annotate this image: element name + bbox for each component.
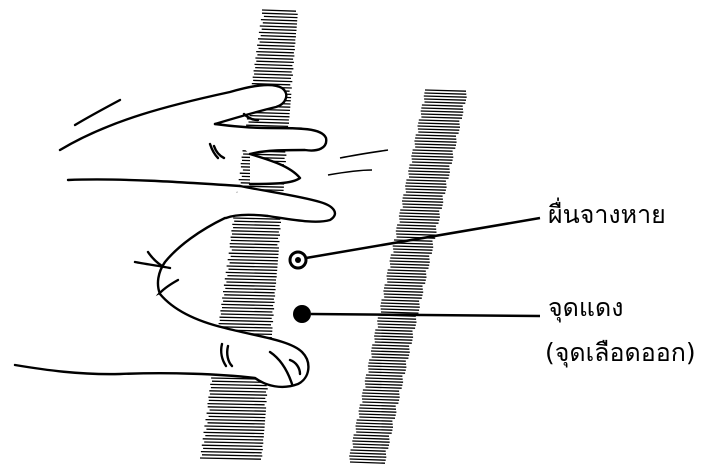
motion-lines — [328, 150, 388, 175]
leader-line-red — [311, 314, 540, 316]
leader-line-fading — [306, 218, 540, 258]
glass-edge-left — [200, 8, 298, 460]
red-spot-dot — [293, 305, 311, 323]
glass-edge-right — [349, 90, 467, 463]
fading-rash-dot — [290, 252, 306, 268]
label-fading-rash: ผื่นจางหาย — [548, 202, 666, 227]
label-red-spot-note: (จุดเลือดออก) — [545, 340, 696, 365]
label-red-spot: จุดแดง — [548, 295, 623, 320]
pressing-hand — [15, 85, 335, 387]
